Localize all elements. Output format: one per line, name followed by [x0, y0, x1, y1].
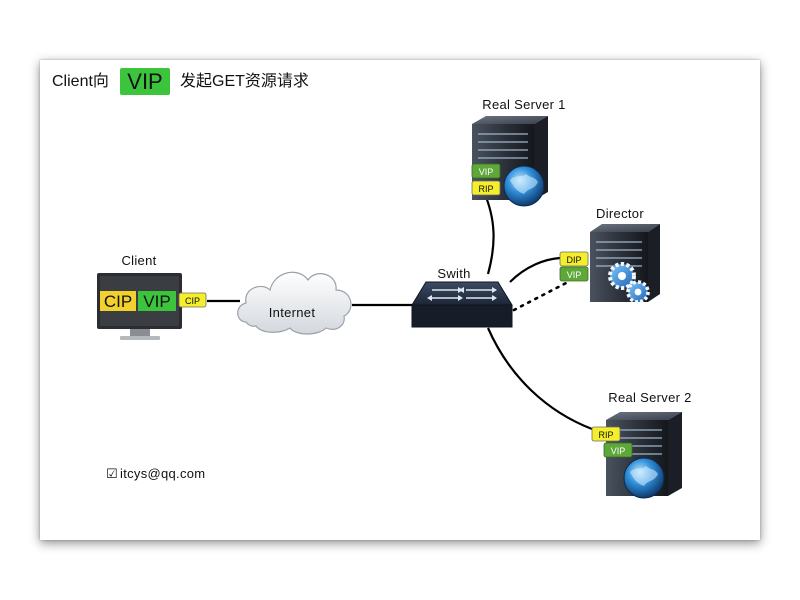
client-port-tag — [178, 292, 207, 308]
connections — [207, 191, 593, 431]
link-director-return-dotted — [512, 280, 570, 312]
link-switch-realserver1 — [482, 191, 495, 275]
client-screen-tag-cip-text: CIP — [104, 292, 132, 311]
real-server-1-node[interactable]: Real Server 1 VIP RIP — [471, 97, 566, 207]
network-switch-icon — [411, 281, 513, 328]
link-switch-director — [509, 256, 561, 283]
real-server-2-label: Real Server 2 — [608, 390, 691, 405]
client-screen-tag-vip-text: VIP — [143, 292, 170, 311]
director-tag-dip-text: DIP — [566, 255, 581, 265]
real-server-1-tag-vip — [471, 163, 501, 179]
server-gears-icon — [590, 224, 660, 304]
contact-email: itcys@qq.com — [120, 466, 205, 481]
footer: ☑ itcys@qq.com — [106, 466, 205, 481]
real-server-1-tag-rip-text: RIP — [478, 184, 493, 194]
switch-label: Swith — [437, 266, 470, 281]
client-node[interactable]: Client CIP VIP CIP — [97, 253, 207, 340]
real-server-2-node[interactable]: Real Server 2 RIP VIP — [591, 390, 692, 499]
client-screen-tag-vip — [138, 291, 176, 311]
internet-node[interactable]: Internet — [237, 271, 352, 335]
real-server-1-label: Real Server 1 — [482, 97, 565, 112]
vip-highlight-box — [120, 68, 170, 95]
title-vip-highlight: VIP — [127, 69, 162, 94]
switch-node[interactable]: Swith — [411, 266, 513, 328]
director-tag-vip — [559, 266, 589, 282]
real-server-2-tag-rip — [591, 426, 621, 442]
checkbox-icon: ☑ — [106, 466, 118, 481]
cloud-icon — [237, 271, 352, 335]
director-tag-vip-text: VIP — [567, 270, 582, 280]
internet-label: Internet — [269, 305, 316, 320]
real-server-1-tag-rip — [471, 180, 501, 196]
title-suffix: 发起GET资源请求 — [180, 72, 309, 90]
title: Client向 VIP 发起GET资源请求 — [52, 68, 309, 95]
network-diagram: Client向 VIP 发起GET资源请求 Client CIP VIP CIP… — [52, 68, 692, 499]
title-prefix: Client向 — [52, 72, 109, 90]
director-label: Director — [596, 206, 644, 221]
link-switch-realserver2 — [486, 327, 593, 431]
real-server-2-tag-rip-text: RIP — [598, 430, 613, 440]
monitor-icon — [97, 273, 182, 340]
client-screen-tag-cip — [100, 291, 136, 311]
director-node[interactable]: Director DIP VIP — [559, 206, 660, 304]
client-port-tag-text: CIP — [185, 296, 200, 306]
director-tag-dip — [559, 251, 589, 267]
real-server-2-tag-vip — [603, 442, 633, 458]
real-server-1-tag-vip-text: VIP — [479, 167, 494, 177]
diagram-slide: Client向 VIP 发起GET资源请求 Client CIP VIP CIP… — [40, 60, 760, 540]
real-server-2-tag-vip-text: VIP — [611, 446, 626, 456]
client-label: Client — [121, 253, 156, 268]
